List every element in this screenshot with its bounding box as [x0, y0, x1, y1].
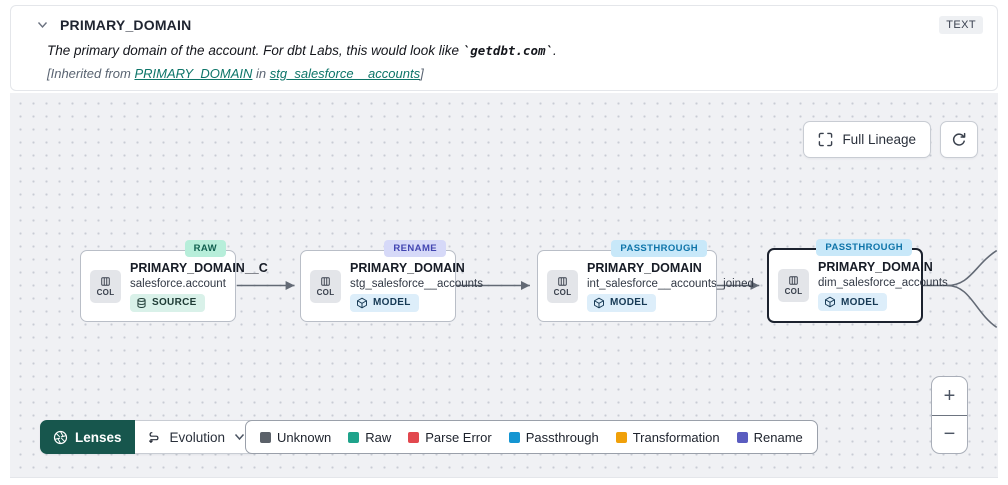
- aperture-icon: [53, 430, 68, 444]
- node-column-name: PRIMARY_DOMAIN: [587, 260, 702, 275]
- inherited-model-link[interactable]: stg_salesforce__accounts: [269, 66, 421, 81]
- columns-icon: [558, 276, 567, 286]
- inherited-middle: in: [252, 66, 270, 81]
- column-type-badge: COL: [778, 269, 809, 302]
- lenses-button[interactable]: Lenses: [40, 420, 135, 454]
- chevron-down-icon: [235, 434, 245, 441]
- col-label: COL: [316, 287, 335, 297]
- lens-controls: Lenses Evolution: [40, 420, 259, 454]
- collapse-chevron-icon[interactable]: [25, 19, 50, 31]
- resource-badge-source: SOURCE: [130, 293, 205, 312]
- columns-icon: [789, 276, 798, 285]
- description-period: .: [553, 43, 557, 58]
- node-model-name: stg_salesforce__accounts: [350, 277, 483, 290]
- status-badge-passthrough: PASSTHROUGH: [816, 239, 912, 256]
- lens-selected-value: Evolution: [169, 429, 226, 445]
- column-type-badge: COL: [310, 269, 341, 303]
- lineage-node-dim-salesforce-accounts[interactable]: PASSTHROUGH COL PRIMARY_DOMAIN dim_sales…: [767, 239, 948, 323]
- node-column-name: PRIMARY_DOMAIN__C: [130, 260, 268, 275]
- zoom-controls: + −: [931, 376, 968, 454]
- columns-icon: [321, 276, 330, 286]
- full-lineage-button[interactable]: Full Lineage: [803, 121, 931, 158]
- resource-label: MODEL: [841, 296, 879, 308]
- legend-swatch: [260, 431, 271, 443]
- node-column-name: PRIMARY_DOMAIN: [818, 260, 933, 274]
- status-badge-rename: RENAME: [384, 240, 446, 257]
- node-column-name: PRIMARY_DOMAIN: [350, 260, 465, 275]
- lineage-node-int-salesforce-accounts-joined[interactable]: PASSTHROUGH COL PRIMARY_DOMAIN int_sales…: [537, 240, 754, 322]
- resource-badge-model: MODEL: [818, 293, 887, 311]
- legend-label: Unknown: [277, 429, 332, 445]
- col-label: COL: [553, 287, 572, 297]
- inherited-column-link[interactable]: PRIMARY_DOMAIN: [134, 66, 253, 81]
- legend-label: Raw: [365, 429, 392, 445]
- legend-item-rename: Rename: [736, 429, 803, 445]
- legend-label: Transformation: [632, 429, 720, 445]
- cube-icon: [594, 297, 604, 308]
- status-badge-passthrough: PASSTHROUGH: [611, 240, 707, 257]
- full-lineage-label: Full Lineage: [842, 132, 916, 147]
- resource-label: MODEL: [373, 297, 411, 308]
- column-type-badge: COL: [547, 269, 578, 303]
- cube-icon: [825, 296, 835, 308]
- cube-icon: [357, 297, 367, 308]
- resource-label: MODEL: [610, 297, 648, 308]
- column-type-badge: COL: [90, 269, 121, 303]
- legend-label: Passthrough: [525, 429, 599, 445]
- refresh-button[interactable]: [940, 121, 978, 158]
- zoom-in-button[interactable]: +: [932, 377, 967, 415]
- expand-icon: [818, 132, 833, 147]
- col-label: COL: [784, 287, 803, 296]
- legend-swatch: [736, 431, 748, 443]
- column-description: The primary domain of the account. For d…: [47, 43, 983, 58]
- database-icon: [137, 297, 146, 308]
- legend-item-passthrough: Passthrough: [508, 429, 599, 445]
- legend-item-transformation: Transformation: [615, 429, 720, 445]
- legend-item-raw: Raw: [348, 430, 391, 445]
- lenses-label: Lenses: [75, 429, 122, 445]
- node-model-name: dim_salesforce_accounts: [818, 277, 948, 289]
- evolution-legend: Unknown Raw Parse Error Passthrough Tran…: [245, 420, 818, 454]
- legend-item-unknown: Unknown: [260, 430, 331, 445]
- resource-label: SOURCE: [152, 297, 197, 308]
- lens-selector[interactable]: Evolution: [134, 420, 259, 454]
- zoom-out-button[interactable]: −: [932, 415, 967, 453]
- inherited-suffix: ]: [420, 66, 424, 81]
- lineage-node-salesforce-account[interactable]: RAW COL PRIMARY_DOMAIN__C salesforce.acc…: [80, 240, 268, 322]
- lineage-canvas[interactable]: Full Lineage RAW COL PRIMARY_DOMAIN__C s…: [10, 93, 998, 478]
- data-type-badge: TEXT: [939, 16, 983, 34]
- node-model-name: salesforce.account: [130, 277, 226, 290]
- resource-badge-model: MODEL: [350, 293, 419, 312]
- resource-badge-model: MODEL: [587, 293, 656, 312]
- column-details-panel: PRIMARY_DOMAIN TEXT The primary domain o…: [10, 5, 998, 91]
- lineage-node-stg-salesforce-accounts[interactable]: RENAME COL PRIMARY_DOMAIN stg_salesforce…: [300, 240, 483, 322]
- legend-swatch: [508, 431, 520, 443]
- evolution-route-icon: [148, 431, 159, 443]
- col-label: COL: [96, 287, 115, 297]
- inherited-note: [Inherited from PRIMARY_DOMAIN in stg_sa…: [47, 66, 983, 81]
- legend-swatch: [408, 431, 420, 443]
- legend-label: Parse Error: [425, 429, 492, 445]
- refresh-icon: [951, 132, 967, 148]
- node-model-name: int_salesforce__accounts_joined: [587, 277, 754, 290]
- legend-swatch: [615, 431, 627, 443]
- legend-label: Rename: [753, 429, 803, 445]
- status-badge-raw: RAW: [184, 240, 226, 257]
- legend-swatch: [348, 431, 360, 443]
- description-text: The primary domain of the account. For d…: [47, 43, 463, 58]
- columns-icon: [101, 276, 110, 286]
- inherited-prefix: [Inherited from: [47, 66, 135, 81]
- column-title: PRIMARY_DOMAIN: [60, 17, 192, 33]
- legend-item-parse-error: Parse Error: [408, 429, 492, 445]
- description-code: `getdbt.com`: [462, 43, 554, 58]
